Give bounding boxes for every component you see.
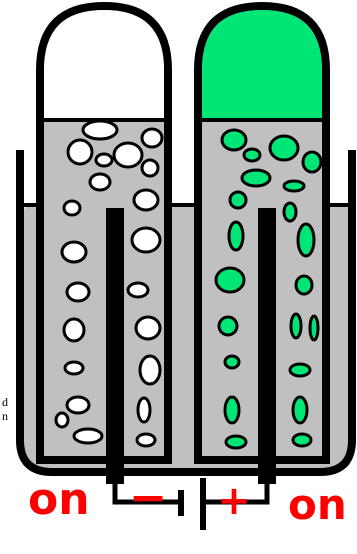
bubble [67, 397, 89, 413]
battery-short-plate [178, 490, 184, 516]
bubble [142, 129, 162, 147]
bubble [310, 316, 318, 340]
bubble [242, 170, 270, 186]
bubble [114, 143, 142, 167]
bubble [225, 397, 239, 423]
bubble [226, 436, 246, 448]
side-text-line-1: d [2, 396, 8, 409]
bubble [83, 121, 117, 139]
bubble [96, 154, 112, 166]
bubble [296, 276, 312, 294]
bubble [222, 130, 246, 150]
bubble [229, 222, 243, 250]
bubble [303, 152, 321, 172]
side-text-line-2: n [2, 410, 8, 423]
bubble [64, 319, 84, 341]
bubble [138, 398, 150, 422]
bubble [244, 149, 260, 161]
bubble [270, 136, 298, 160]
negative-sign: − [129, 470, 168, 524]
bubble [62, 242, 86, 262]
right-gas-space [202, 10, 322, 118]
battery-long-plate [200, 478, 206, 530]
bubble [216, 268, 244, 292]
bubble [284, 203, 296, 221]
bubble [137, 434, 155, 446]
bubble [291, 314, 301, 338]
bubble [56, 413, 68, 427]
left-electrode [106, 208, 124, 484]
bubble [219, 317, 237, 335]
right-electrode-label: on [288, 480, 347, 529]
bubble [90, 174, 110, 190]
left-electrode-label: on [28, 474, 90, 525]
bubble [128, 283, 148, 297]
bubble [74, 429, 102, 443]
bubble [293, 434, 311, 446]
bubble [142, 160, 158, 176]
bubble [290, 364, 310, 376]
bubble [298, 224, 314, 256]
bubble [140, 356, 160, 384]
bubble [67, 283, 89, 301]
bubble [132, 228, 160, 252]
left-gas-space [44, 10, 164, 118]
bubble [293, 397, 307, 423]
bubble [225, 356, 239, 368]
bubble [136, 317, 160, 339]
bubble [230, 192, 246, 208]
bubble [134, 190, 158, 210]
bubble [64, 201, 80, 215]
right-electrode [258, 208, 276, 484]
bubble [68, 140, 92, 164]
positive-sign: + [217, 478, 251, 524]
bubble [65, 362, 83, 374]
bubble [284, 181, 304, 191]
